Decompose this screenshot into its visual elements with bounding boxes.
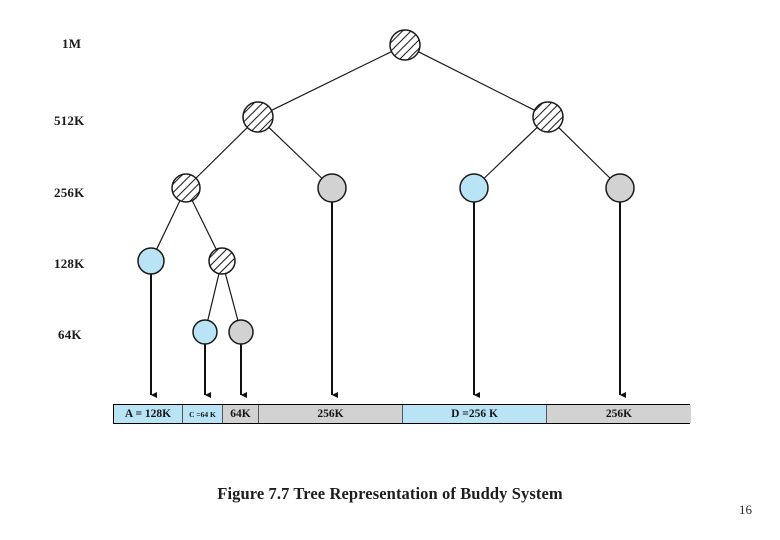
memory-segment[interactable]: A = 128K bbox=[114, 405, 183, 423]
tree-edge bbox=[155, 199, 181, 251]
tree-edge bbox=[482, 126, 539, 180]
level-label-128k: 128K bbox=[54, 256, 85, 271]
level-label-512k: 512K bbox=[54, 113, 85, 128]
tree-node-n256-4[interactable] bbox=[605, 173, 635, 203]
tree-node-n128-1[interactable] bbox=[137, 247, 165, 275]
tree-nodes bbox=[137, 29, 635, 345]
tree-edge bbox=[417, 50, 536, 112]
tree-edges bbox=[155, 50, 612, 322]
tree-node-n512-l[interactable] bbox=[242, 101, 274, 133]
tree-edge bbox=[270, 50, 393, 112]
level-label-256k: 256K bbox=[54, 185, 85, 200]
tree-node-n512-r[interactable] bbox=[532, 101, 564, 133]
memory-segment[interactable]: 256K bbox=[259, 405, 403, 423]
allocation-arrows bbox=[150, 202, 626, 398]
tree-node-n256-2[interactable] bbox=[317, 173, 347, 203]
tree-edge bbox=[557, 126, 612, 180]
tree-node-n256-3[interactable] bbox=[459, 173, 489, 203]
memory-segment[interactable]: D =256 K bbox=[403, 405, 547, 423]
memory-segment[interactable]: 64K bbox=[223, 405, 259, 423]
tree-edge bbox=[206, 272, 220, 322]
level-label-1m: 1M bbox=[62, 36, 82, 51]
tree-node-n128-2[interactable] bbox=[208, 247, 236, 275]
figure-caption: Figure 7.7 Tree Representation of Buddy … bbox=[217, 484, 563, 503]
tree-edge bbox=[224, 272, 239, 322]
tree-node-root[interactable] bbox=[389, 29, 421, 61]
tree-node-n64-1[interactable] bbox=[192, 319, 218, 345]
tree-edge bbox=[191, 199, 218, 251]
tree-edge bbox=[194, 126, 249, 180]
tree-node-n256-1[interactable] bbox=[171, 173, 201, 203]
tree-edge bbox=[267, 126, 324, 180]
level-label-64k: 64K bbox=[58, 327, 82, 342]
memory-segment[interactable]: 256K bbox=[547, 405, 691, 423]
tree-node-n64-2[interactable] bbox=[228, 319, 254, 345]
page-number: 16 bbox=[739, 502, 752, 517]
memory-segment[interactable]: C =64 K bbox=[183, 405, 223, 423]
